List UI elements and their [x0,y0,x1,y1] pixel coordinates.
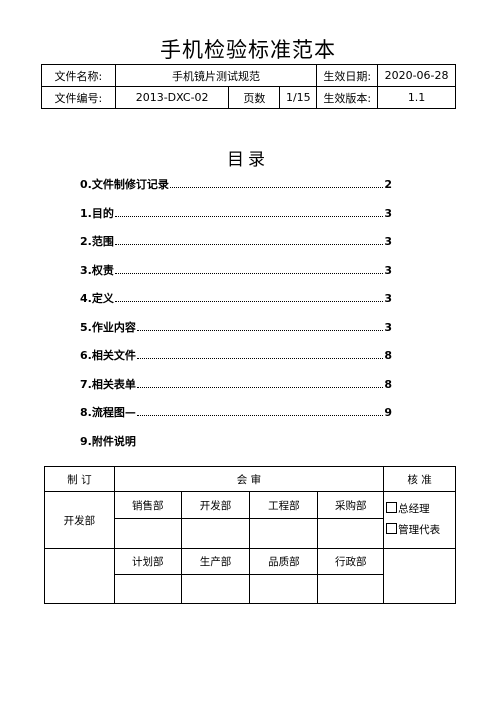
version-value: 1.1 [377,86,456,109]
review-dept: 行政部 [317,548,385,575]
toc-item-page: 3 [384,235,392,248]
toc-item-label: 3.权责 [80,263,114,277]
toc-leader-dots [114,244,384,245]
toc-item[interactable]: 3.权责 3 [80,262,392,291]
review-dept: 生产部 [180,548,251,575]
document-title: 手机检验标准范本 [160,38,336,62]
file-no-value: 2013-DXC-02 [114,86,230,109]
toc-item-page: 2 [384,178,392,191]
toc-item-label: 0.文件制修订记录 [80,178,169,191]
signature-cell[interactable] [180,574,251,604]
review-dept: 计划部 [113,548,182,575]
signature-cell[interactable] [113,518,182,549]
toc-item-label: 2.范围 [80,235,114,248]
toc-item[interactable]: 2.范围 3 [80,233,392,262]
review-dept: 销售部 [113,491,182,519]
signature-cell[interactable] [317,518,385,549]
toc-item-label: 9.附件说明 [80,434,136,448]
toc-item[interactable]: 1.目的 3 [80,205,392,234]
checkbox-icon[interactable] [386,523,398,534]
toc-item-label: 6.相关文件 [80,349,136,362]
approver-label: 总经理 [398,503,430,515]
toc-item-label: 7.相关表单 [80,377,136,391]
approver-option[interactable]: 管理代表 [386,520,455,541]
pages-label: 页数 [228,86,281,109]
toc-item-page: 3 [384,292,392,305]
version-label: 生效版本: [316,86,379,109]
toc-leader-dots [114,301,384,302]
approver-checkboxes: 总经理 管理代表 [383,491,456,549]
file-name-value: 手机镜片测试规范 [114,64,318,87]
review-dept: 品质部 [249,548,319,575]
toc-leader-dots [169,187,384,188]
toc-item-label: 8.流程图— [80,406,136,419]
toc-item-page: 8 [384,377,392,391]
approval-table: 制 订 会 审 核 准 开发部 销售部 开发部 工程部 采购部 总经理 管理代表… [44,466,456,604]
review-dept: 工程部 [249,491,319,519]
review-dept: 采购部 [317,491,385,519]
signature-cell[interactable] [317,574,385,604]
toc-item-page: 9 [384,406,392,419]
review-dept: 开发部 [180,491,251,519]
toc-heading: 目录 [227,150,269,170]
approver-label: 管理代表 [398,524,441,536]
toc-item-label: 4.定义 [80,292,114,305]
toc-item-page: 3 [384,263,392,277]
document-info-table: 文件名称: 手机镜片测试规范 生效日期: 2020-06-28 文件编号: 20… [41,64,456,109]
toc-item[interactable]: 7.相关表单 8 [80,376,392,405]
toc-item[interactable]: 8.流程图— 9 [80,404,392,433]
signature-cell[interactable] [249,518,319,549]
empty-cell [383,548,456,604]
toc-item-page: 3 [384,206,392,220]
toc-item-label: 1.目的 [80,206,114,220]
drafter-dept: 开发部 [44,491,115,549]
signature-cell[interactable] [249,574,319,604]
signature-cell[interactable] [113,574,182,604]
toc-item[interactable]: 0.文件制修订记录 2 [80,176,392,205]
toc-leader-dots [136,415,384,416]
toc-leader-dots [136,329,384,331]
toc-item-page: 3 [384,320,392,334]
effective-date-value: 2020-06-28 [377,64,456,87]
review-header: 会 审 [113,466,385,492]
pages-value: 1/15 [279,86,318,109]
toc-item[interactable]: 5.作业内容 3 [80,319,392,348]
signature-cell[interactable] [180,518,251,549]
approver-option[interactable]: 总经理 [386,499,455,520]
file-name-label: 文件名称: [41,64,116,87]
drafted-header: 制 订 [44,466,115,492]
toc-item[interactable]: 4.定义 3 [80,290,392,319]
empty-cell [44,548,115,604]
toc-item-page: 8 [384,349,392,362]
toc-item[interactable]: 9.附件说明 [80,433,392,462]
toc-leader-dots [114,272,384,274]
toc-item-label: 5.作业内容 [80,320,136,334]
effective-date-label: 生效日期: [316,64,379,87]
approve-header: 核 准 [383,466,456,492]
toc-leader-dots [114,215,384,217]
table-of-contents: 0.文件制修订记录 2 1.目的 3 2.范围 3 3.权责 3 4.定义 3 … [80,176,392,461]
file-no-label: 文件编号: [41,86,116,109]
toc-item[interactable]: 6.相关文件 8 [80,347,392,376]
toc-leader-dots [136,386,384,388]
checkbox-icon[interactable] [386,502,398,513]
toc-leader-dots [136,358,384,359]
